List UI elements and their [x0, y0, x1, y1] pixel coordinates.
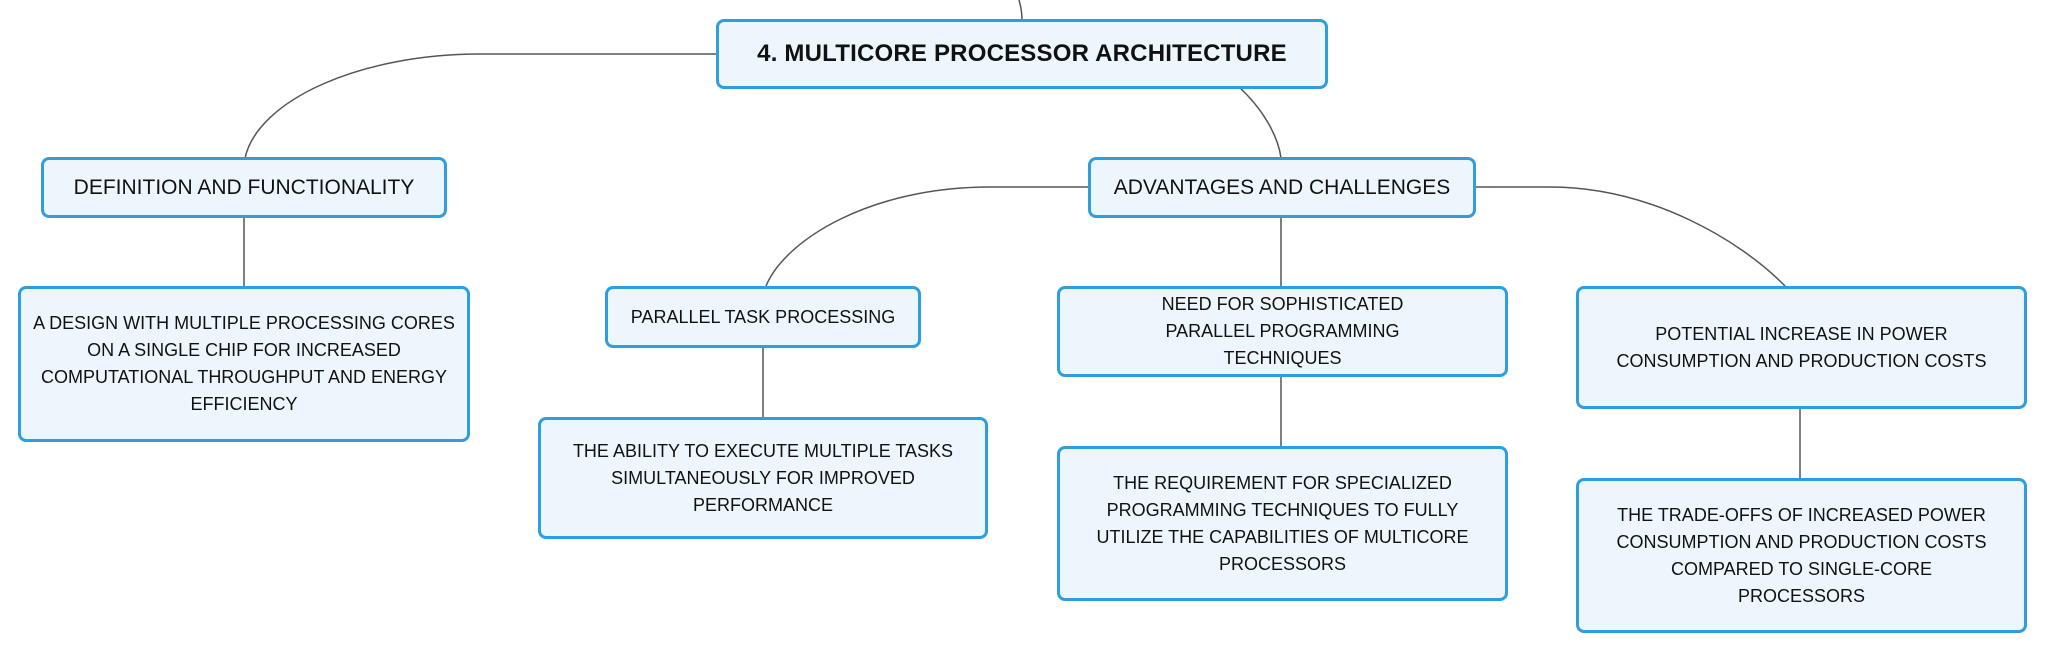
parallel-task-detail-text: THE ABILITY TO EXECUTE MULTIPLE TASKS SI… [572, 440, 954, 515]
definition-node-label: DEFINITION AND FUNCTIONALITY [73, 175, 415, 199]
connector-advantages-parallel [765, 186, 1088, 287]
definition-node[interactable]: DEFINITION AND FUNCTIONALITY [41, 157, 447, 218]
connector-root-parent [1018, 0, 1023, 21]
connector-root-definition [244, 53, 716, 159]
power-cost-node[interactable]: POTENTIAL INCREASE IN POWER CONSUMPTION … [1576, 286, 2027, 409]
parallel-task-node[interactable]: PARALLEL TASK PROCESSING [605, 286, 921, 348]
parallel-task-label: PARALLEL TASK PROCESSING [630, 306, 896, 327]
advantages-node[interactable]: ADVANTAGES AND CHALLENGES [1088, 157, 1476, 218]
parallel-programming-label: NEED FOR SOPHISTICATED PARALLEL PROGRAMM… [1161, 294, 1404, 368]
root-node[interactable]: 4. MULTICORE PROCESSOR ARCHITECTURE [716, 19, 1328, 89]
connector-advantages-power [1475, 186, 1786, 287]
parallel-task-detail-node[interactable]: THE ABILITY TO EXECUTE MULTIPLE TASKS SI… [538, 417, 988, 539]
advantages-node-label: ADVANTAGES AND CHALLENGES [1113, 175, 1451, 199]
parallel-programming-node[interactable]: NEED FOR SOPHISTICATED PARALLEL PROGRAMM… [1057, 286, 1508, 377]
connector-root-advantages [1237, 85, 1282, 159]
parallel-programming-detail-node[interactable]: THE REQUIREMENT FOR SPECIALIZED PROGRAMM… [1057, 446, 1508, 601]
power-cost-detail-text: THE TRADE-OFFS OF INCREASED POWER CONSUM… [1616, 504, 1987, 606]
definition-detail-text: A DESIGN WITH MULTIPLE PROCESSING CORES … [33, 313, 455, 414]
root-node-label: 4. MULTICORE PROCESSOR ARCHITECTURE [757, 40, 1287, 67]
definition-detail-node[interactable]: A DESIGN WITH MULTIPLE PROCESSING CORES … [18, 286, 470, 442]
parallel-programming-detail-text: THE REQUIREMENT FOR SPECIALIZED PROGRAMM… [1096, 472, 1469, 574]
power-cost-detail-node[interactable]: THE TRADE-OFFS OF INCREASED POWER CONSUM… [1576, 478, 2027, 633]
power-cost-label: POTENTIAL INCREASE IN POWER CONSUMPTION … [1616, 323, 1987, 371]
